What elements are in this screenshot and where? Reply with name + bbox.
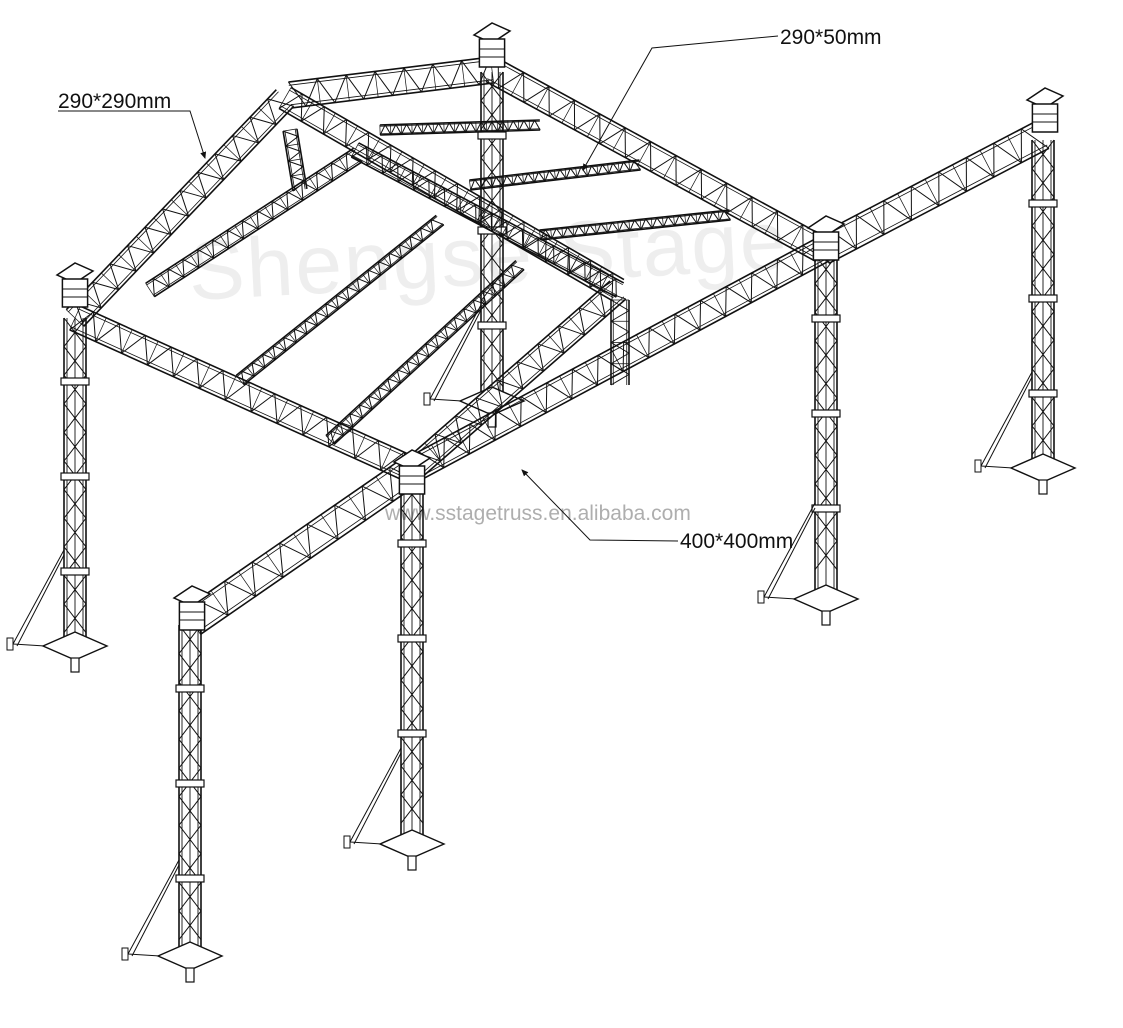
- leader-290x50: [582, 35, 779, 171]
- dimension-label-290x50: 290*50mm: [780, 26, 882, 49]
- beam-rafter-inner-2: [235, 214, 445, 386]
- sleeve-front-left: [55, 262, 95, 308]
- label-leaders: [58, 35, 779, 542]
- beam-front: [69, 305, 418, 483]
- beam-wing-front: [183, 457, 421, 635]
- sleeve-back-right: [806, 215, 846, 261]
- sleeve-back-wing: [1025, 87, 1065, 133]
- sleeve-back-center: [472, 22, 512, 68]
- leader-400x400: [521, 469, 679, 542]
- leader-290x290: [58, 110, 207, 159]
- beam-wing-back: [814, 120, 1050, 265]
- dimension-label-290x290: 290*290mm: [58, 90, 171, 113]
- purlin-2: [469, 159, 641, 191]
- beam-left-top: [288, 56, 494, 109]
- purlin-1: [379, 119, 541, 136]
- beam-roof-left-rafter: [65, 89, 295, 327]
- tower-front-center: [343, 479, 446, 871]
- strut-left: [282, 128, 308, 192]
- beam-roof-right-rafter: [403, 280, 627, 480]
- purlin-3: [539, 209, 731, 241]
- tower-back-right: [757, 254, 860, 626]
- beam-rafter-inner-3: [325, 259, 525, 446]
- beam-rafter-inner-1: [145, 147, 363, 298]
- strut-right: [610, 299, 630, 386]
- url-watermark: www.sstagetruss.en.alibaba.com: [384, 502, 691, 525]
- beam-ridge-lower: [350, 142, 625, 298]
- tower-back-wing: [974, 139, 1077, 495]
- sleeve-front-wing: [172, 585, 212, 631]
- sleeve-front-center: [392, 449, 432, 495]
- tower-front-wing: [121, 624, 224, 983]
- tower-front-left: [6, 317, 109, 673]
- dimension-label-400x400: 400*400mm: [680, 530, 793, 553]
- truss-structure: [6, 22, 1077, 983]
